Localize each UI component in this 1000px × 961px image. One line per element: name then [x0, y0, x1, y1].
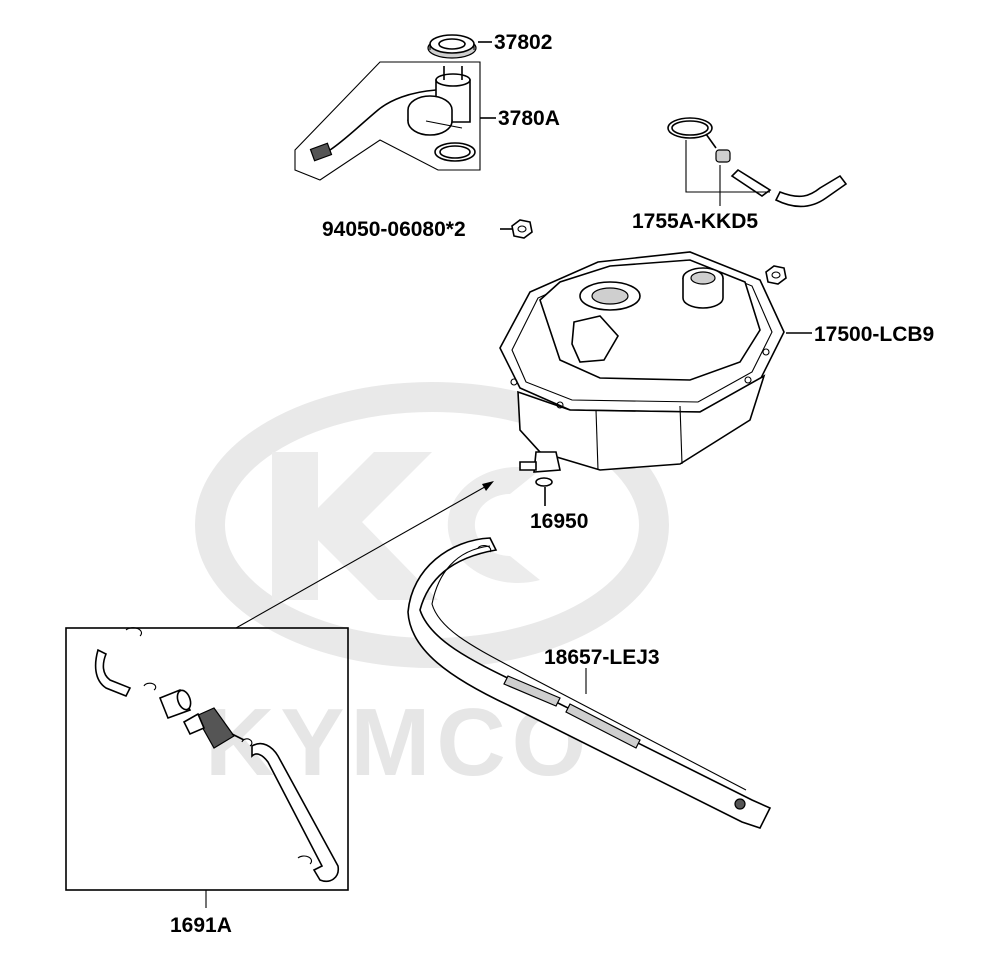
flange-nut [511, 219, 533, 239]
part-label-1755A: 1755A-KKD5 [632, 210, 758, 233]
tank-valve [519, 451, 561, 487]
part-label-37802: 37802 [494, 31, 552, 54]
reference-arrow [235, 481, 494, 629]
filter-kit-box [65, 627, 349, 891]
flange-nut-2 [765, 265, 787, 285]
hose-clamp-set [667, 117, 848, 208]
part-label-16950: 16950 [530, 510, 588, 533]
pump-cap-ring [427, 34, 477, 59]
fuel-pump-assembly [294, 61, 481, 181]
part-label-18657: 18657-LEJ3 [544, 646, 660, 669]
drain-tube [407, 537, 772, 829]
part-label-17500: 17500-LCB9 [814, 323, 934, 346]
part-label-1691A: 1691A [170, 914, 232, 937]
fuel-tank [499, 251, 785, 471]
part-label-3780A: 3780A [498, 107, 560, 130]
part-label-94050: 94050-06080*2 [322, 218, 466, 241]
